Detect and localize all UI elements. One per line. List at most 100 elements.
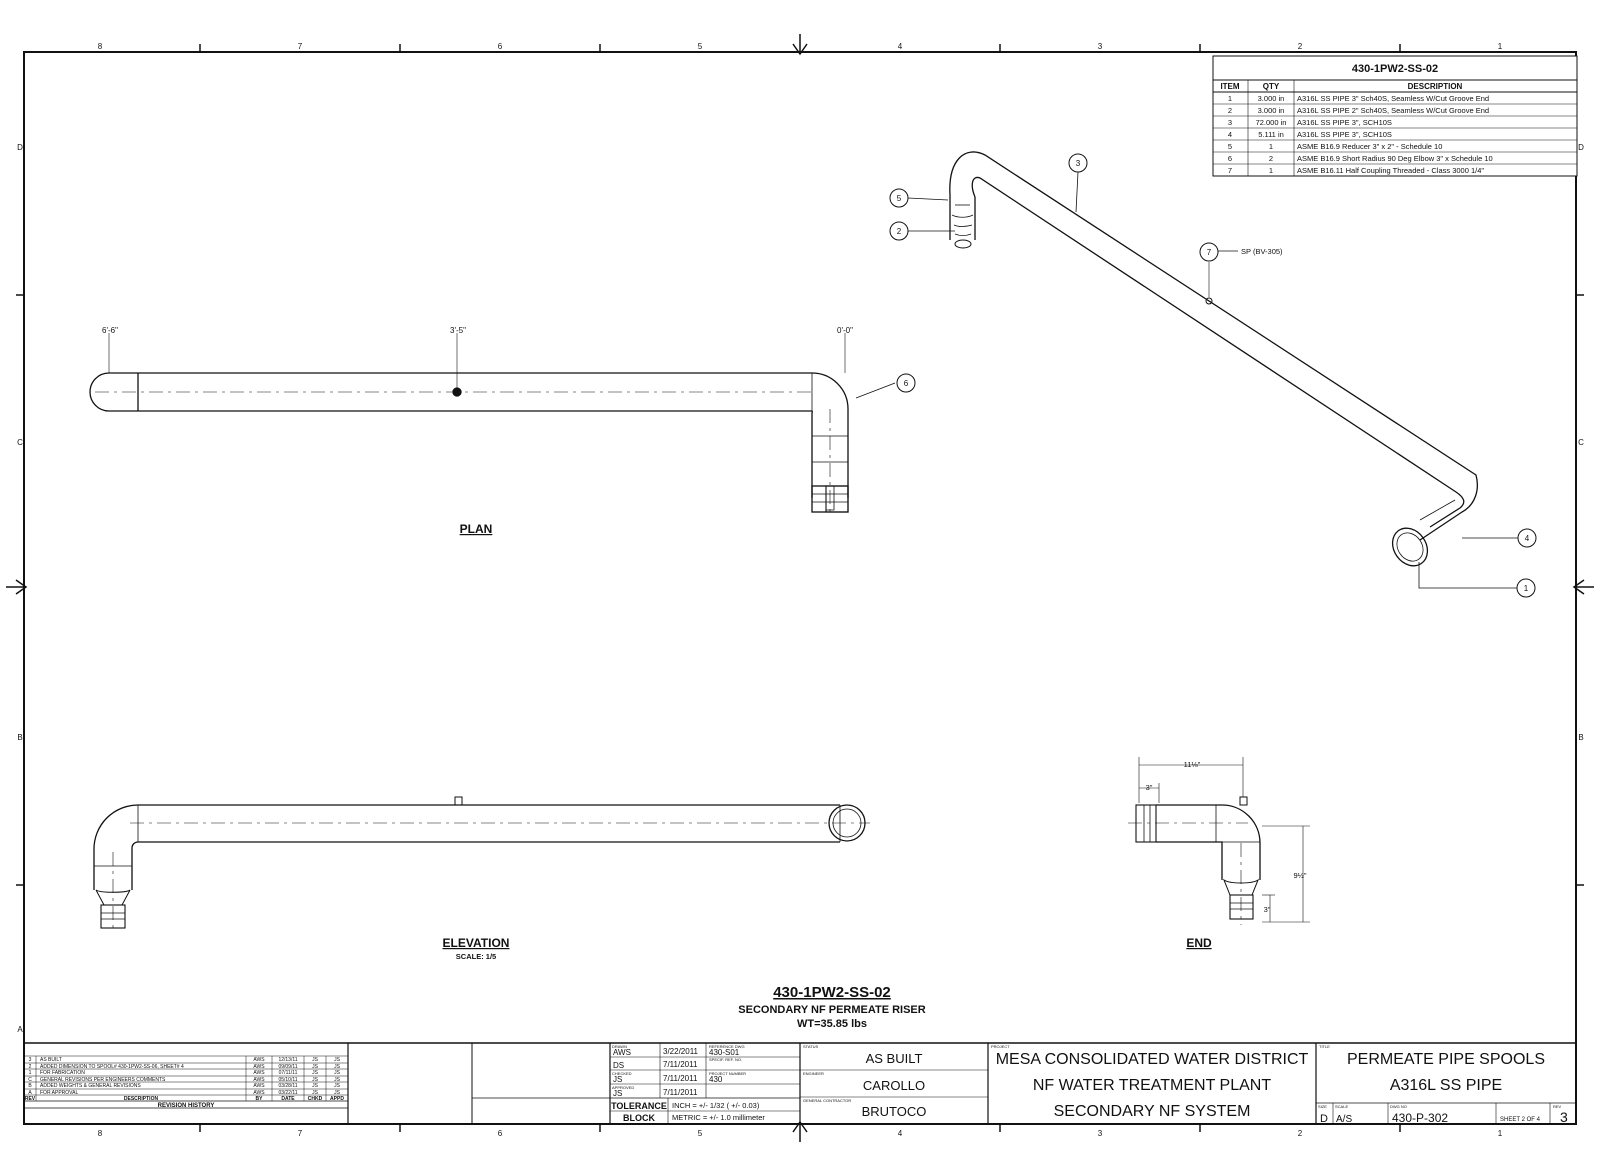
rev-by: AWS [253,1070,265,1076]
project-line-1: MESA CONSOLIDATED WATER DISTRICT [996,1051,1309,1068]
balloon-4-label: 4 [1525,534,1530,543]
rev-by: AWS [253,1090,265,1096]
zone-letters: D C B A D C B [17,143,1584,1034]
bom-row-item: 6 [1228,154,1232,163]
balloon-4 [1517,528,1537,548]
size-value: D [1320,1113,1328,1125]
tolerance-metric: METRIC = +/- 1.0 millimeter [672,1113,765,1122]
zone-numbers-top: 8 7 6 5 4 3 2 1 [98,42,1503,51]
rev-date: 03/28/11 [278,1083,297,1089]
balloon-5 [889,188,909,208]
rev-id: B [28,1083,32,1089]
plan-dim-left: 6'-6" [102,326,118,335]
tolerance-inch: INCH = +/- 1/32 ( +/- 0.03) [672,1101,760,1110]
zone-7-bottom: 7 [298,1129,303,1138]
status-label: STATUS [803,1044,819,1049]
rev-description: FOR APPROVAL [40,1090,78,1096]
balloon-7-label: 7 [1207,248,1212,257]
balloon-2 [889,221,909,241]
checked-date: 7/11/2011 [663,1074,698,1083]
balloon-1-label: 1 [1524,584,1529,593]
rev-chkd: JS [312,1064,319,1070]
project-block: PROJECT MESA CONSOLIDATED WATER DISTRICT… [991,1044,1309,1120]
ds-by: DS [613,1061,624,1070]
project-line-2: NF WATER TREATMENT PLANT [1033,1077,1271,1094]
rev-value: 3 [1560,1109,1568,1125]
plan-dim-mid: 3'-5" [450,326,466,335]
end-dim-low: 3" [1264,905,1271,914]
rev-id: 1 [29,1070,32,1076]
contractor-label: GENERAL CONTRACTOR [803,1098,851,1103]
plan-label: PLAN [460,522,493,536]
rev-chkd: JS [312,1083,319,1089]
spool-title: 430-1PW2-SS-02 [773,984,891,1001]
rev-header-appd: APPD [330,1096,344,1102]
zone-ticks [16,44,1584,1132]
rev-chkd: JS [312,1090,319,1096]
rev-header-chkd: CHKD [308,1096,323,1102]
zone-8-bottom: 8 [98,1129,103,1138]
scale-label: SCALE [1335,1104,1348,1109]
zone-c-right: C [1578,438,1584,447]
title-label: TITLE [1319,1044,1330,1049]
bom-row-description: ASME B16.9 Reducer 3" x 2" - Schedule 10 [1297,142,1442,151]
zone-1-bottom: 1 [1498,1129,1503,1138]
rev-date: 12/13/11 [278,1057,297,1063]
revision-history: 3 AS BUILT AWS 12/13/11 JS JS 2 ADDED DI… [25,1057,344,1109]
zone-a-left: A [17,1025,23,1034]
isometric-leaders [907,171,1519,589]
rev-chkd: JS [312,1070,319,1076]
bom-row-qty: 72.000 in [1256,118,1287,127]
isometric-view [949,151,1478,567]
bom-row-qty: 1 [1269,142,1273,151]
sheet-number: SHEET 2 OF 4 [1500,1117,1541,1123]
bom-title: 430-1PW2-SS-02 [1352,63,1438,75]
project-line-3: SECONDARY NF SYSTEM [1054,1103,1251,1120]
drawn-by: AWS [613,1048,631,1057]
bom-row-qty: 1 [1269,166,1273,175]
balloon-3 [1068,153,1088,173]
zone-numbers-bottom: 8 7 6 5 4 3 2 1 [98,1129,1503,1138]
rev-description: ADDED WEIGHTS & GENERAL REVISIONS [40,1083,141,1089]
end-dim-height: 9½" [1293,871,1306,880]
tolerance-block-label: BLOCK [623,1113,655,1123]
rev-description: FOR FABRICATION [40,1070,85,1076]
zone-3-bottom: 3 [1098,1129,1103,1138]
rev-by: AWS [253,1064,265,1070]
balloon-2-label: 2 [897,227,902,236]
rev-appd: JS [334,1064,341,1070]
bom-row-description: A316L SS PIPE 3", SCH10S [1297,130,1392,139]
engineer-label: ENGINEER [803,1071,824,1076]
zone-5-top: 5 [698,42,703,51]
title-line-1: PERMEATE PIPE SPOOLS [1347,1051,1545,1068]
elevation-scale: SCALE: 1/5 [456,952,496,961]
rev-by: AWS [253,1077,265,1083]
end-view-dimensions [1138,757,1310,923]
title-block: TITLE PERMEATE PIPE SPOOLS A316L SS PIPE… [1318,1044,1568,1125]
title-block-frame [24,1042,1576,1124]
rev-description: AS BUILT [40,1057,62,1063]
balloon-1 [1516,578,1536,598]
zone-b-left: B [17,733,22,742]
engineer-value: CAROLLO [863,1078,925,1093]
size-label: SIZE [1318,1104,1327,1109]
rev-date: 07/11/11 [279,1070,298,1076]
rev-header-description: DESCRIPTION [124,1096,159,1102]
rev-appd: JS [334,1057,341,1063]
zone-7-top: 7 [298,42,303,51]
scale-value: A/S [1336,1114,1352,1125]
spec-ref-label: SPECIF. REF. NO. [709,1057,742,1062]
bom-row-item: 1 [1228,94,1232,103]
bom-row-qty: 5.111 in [1258,130,1284,139]
rev-chkd: JS [312,1077,319,1083]
zone-1-top: 1 [1498,42,1503,51]
ref-dwg: 430-S01 [709,1048,740,1057]
project-number: 430 [709,1075,723,1084]
zone-d-right: D [1578,143,1584,152]
plan-view [89,333,896,513]
bom-row-item: 5 [1228,142,1232,151]
status-block: STATUS AS BUILT ENGINEER CAROLLO GENERAL… [803,1044,926,1119]
rev-description: GENERAL REVISIONS PER ENGINEERS COMMENTS [40,1077,166,1083]
rev-id: C [28,1077,32,1083]
